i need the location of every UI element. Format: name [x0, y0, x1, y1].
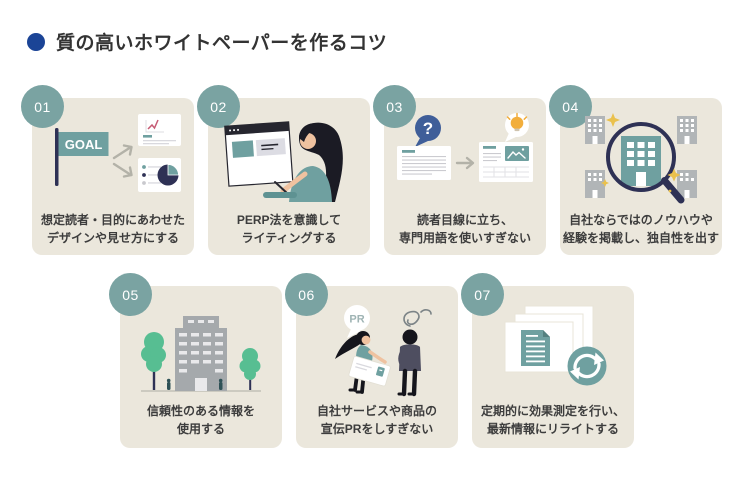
- tree-icon: [141, 332, 166, 390]
- tree-icon: [239, 348, 261, 390]
- card-caption: PERP法を意識して ライティングする: [236, 213, 342, 245]
- step-number-badge: 02: [197, 85, 240, 128]
- arrow-up-icon: [112, 144, 133, 160]
- card-caption: 信頼性のある情報を 使用する: [146, 404, 255, 436]
- presenter-figure: [335, 331, 391, 394]
- arrow-down-icon: [112, 162, 133, 178]
- goal-flag-icon: GOAL: [55, 128, 109, 186]
- step-number-badge: 04: [549, 85, 592, 128]
- step-number: 05: [122, 286, 139, 303]
- layout-pie-card-icon: [138, 158, 181, 192]
- report-document-icon: [521, 330, 550, 366]
- browser-window-icon: [224, 121, 294, 187]
- flyer-icon: [348, 355, 391, 387]
- pedestrian-figure: [166, 378, 223, 390]
- pr-bubble-icon: PR: [344, 305, 370, 338]
- uniqueness-illustration: [571, 112, 711, 206]
- step-number-badge: 01: [21, 85, 64, 128]
- step-number-badge: 03: [373, 85, 416, 128]
- goal-illustration: GOAL: [43, 112, 183, 206]
- confused-squiggle-icon: [403, 309, 432, 327]
- page-title: 質の高いホワイトペーパーを作るコツ: [56, 33, 388, 54]
- office-building-icon: [175, 316, 227, 391]
- tip-card-06: 06 PR: [285, 273, 458, 448]
- layout-chart-card-icon: [138, 114, 181, 146]
- jargon-document-icon: [397, 146, 451, 180]
- tip-card-02: 02: [197, 85, 370, 255]
- step-number: 02: [210, 98, 227, 115]
- card-caption: 読者目線に立ち、 専門用語を使いすぎない: [398, 213, 531, 245]
- page-header: 質の高いホワイトペーパーを作るコツ: [27, 28, 387, 55]
- question-mark: ?: [423, 119, 433, 138]
- clear-document-icon: [479, 142, 533, 182]
- refresh-icon: [567, 346, 607, 386]
- tip-card-01: 01 GOAL: [21, 85, 194, 255]
- listener-figure: [397, 329, 421, 397]
- writing-illustration: [219, 112, 359, 206]
- step-number-badge: 05: [109, 273, 152, 316]
- step-number: 04: [562, 98, 579, 115]
- trust-illustration: [131, 304, 271, 398]
- writer-figure: [263, 122, 343, 202]
- no-overselling-illustration: PR: [307, 304, 447, 398]
- tip-card-07: 07: [461, 273, 634, 448]
- rewrite-illustration: [483, 304, 623, 398]
- question-bubble-icon: ?: [415, 115, 441, 147]
- card-caption: 想定読者・目的にあわせた デザインや見せ方にする: [40, 213, 185, 245]
- magnifier-icon: [606, 122, 685, 204]
- step-number-badge: 07: [461, 273, 504, 316]
- card-caption: 自社ならではのノウハウや 経験を掲載し、独自性を出す: [562, 213, 719, 245]
- pr-label: PR: [349, 314, 364, 326]
- company-building-icon: [621, 136, 661, 186]
- tip-card-03: 03 ?: [373, 85, 546, 255]
- plain-language-illustration: ?: [395, 112, 535, 206]
- step-number: 06: [298, 286, 315, 303]
- step-number: 03: [386, 98, 403, 115]
- blue-dot-icon: [27, 32, 45, 51]
- card-caption: 定期的に効果測定を行い、 最新情報にリライトする: [480, 404, 625, 436]
- tip-card-04: 04: [549, 85, 722, 255]
- step-number: 01: [34, 98, 51, 115]
- step-number-badge: 06: [285, 273, 328, 316]
- step-number: 07: [474, 286, 491, 303]
- sparkle-icon: [601, 113, 681, 193]
- competitor-building-icon: [585, 116, 697, 198]
- card-caption: 自社サービスや商品の 宣伝PRをしすぎない: [316, 404, 437, 436]
- arrow-right-icon: [455, 156, 475, 170]
- lightbulb-bubble-icon: [505, 112, 529, 142]
- goal-label: GOAL: [65, 137, 103, 152]
- tip-card-05: 05: [109, 273, 282, 448]
